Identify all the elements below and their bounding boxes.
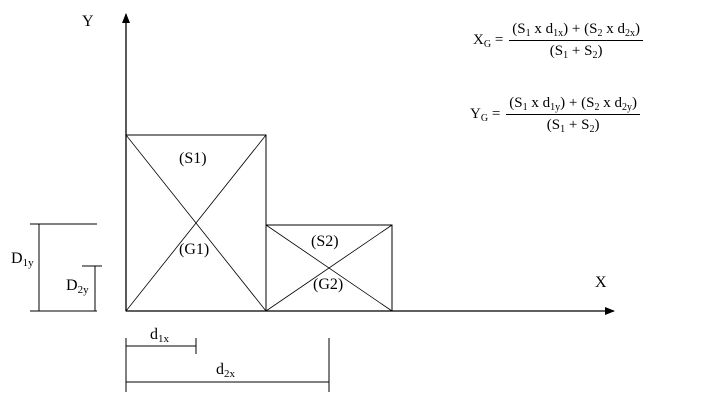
d2x-sub: 2x [224, 368, 235, 380]
xg-den-sub: 1 [563, 50, 569, 61]
d2y-sub: 2y [77, 284, 89, 296]
formula-xg-lhs: XG = [473, 32, 503, 50]
d1y-base: D [11, 250, 23, 267]
yg-den-sub: 2 [589, 124, 595, 135]
area-label-s2: (S2) [311, 233, 339, 250]
x-axis-label: X [595, 274, 607, 291]
formula-xg: XG = (S1 x d1x) + (S2 x d2x) (S1 + S2) [473, 21, 643, 61]
dimension-label-d2y: D2y [66, 278, 89, 296]
xg-num-part: ) + (S [563, 21, 598, 37]
formula-yg-lhs-base: Y [470, 106, 481, 122]
xg-num-part: x d [602, 21, 625, 37]
formula-xg-fraction: (S1 x d1x) + (S2 x d2x) (S1 + S2) [509, 21, 643, 61]
yg-den-part: + S [565, 117, 590, 133]
yg-num-sub: 1y [550, 102, 561, 113]
d1x-base: d [150, 326, 158, 343]
xg-num-sub: 2 [597, 28, 603, 39]
xg-num-sub: 2x [624, 28, 635, 39]
xg-num-part: (S [512, 21, 526, 37]
d2y-base: D [66, 277, 78, 294]
xg-num-part: x d [530, 21, 554, 37]
formula-xg-denominator: (S1 + S2) [550, 41, 603, 61]
yg-den-sub: 1 [560, 124, 566, 135]
formula-yg-numerator: (S1 x d1y) + (S2 x d2y) [506, 95, 640, 115]
yg-num-part: x d [599, 95, 622, 111]
formula-yg-denominator: (S1 + S2) [547, 115, 600, 135]
formula-xg-lhs-base: X [473, 32, 484, 48]
yg-num-part: ) [631, 95, 637, 111]
yg-den-part: ) [594, 117, 600, 133]
xg-num-part: ) [634, 21, 640, 37]
yg-num-sub: 2y [621, 102, 632, 113]
formula-xg-numerator: (S1 x d1x) + (S2 x d2x) [509, 21, 643, 41]
xg-den-part: ) [597, 43, 603, 59]
centroid-label-g1: (G1) [179, 241, 210, 258]
formula-xg-equals: = [494, 32, 504, 48]
dimension-label-d2x: d2x [216, 362, 235, 380]
dimension-label-d1y: D1y [11, 251, 34, 269]
xg-den-part: (S [549, 43, 564, 59]
xg-num-sub: 1 [525, 28, 531, 39]
rectangle-s1 [125, 134, 267, 312]
d2x-base: d [216, 361, 224, 378]
formula-yg-lhs: YG = [470, 106, 500, 124]
formula-yg-equals: = [491, 106, 501, 122]
yg-num-sub: 1 [522, 102, 528, 113]
d1x-sub: 1x [158, 333, 169, 345]
d1y-sub: 1y [22, 257, 34, 269]
area-label-s1: (S1) [179, 150, 207, 167]
xg-den-part: + S [568, 43, 593, 59]
s2-diagonal-2 [265, 224, 393, 312]
yg-num-sub: 2 [594, 102, 600, 113]
y-axis-label: Y [82, 13, 94, 30]
rectangle-s2 [265, 224, 393, 312]
xg-num-sub: 1x [553, 28, 564, 39]
centroid-label-g2: (G2) [313, 276, 344, 293]
dimension-label-d1x: d1x [150, 327, 169, 345]
s1-diagonal-2 [125, 134, 267, 312]
yg-num-part: x d [527, 95, 551, 111]
formula-yg-fraction: (S1 x d1y) + (S2 x d2y) (S1 + S2) [506, 95, 640, 135]
yg-num-part: ) + (S [560, 95, 595, 111]
formula-xg-lhs-sub: G [483, 39, 492, 50]
yg-num-part: (S [509, 95, 523, 111]
formula-yg-lhs-sub: G [480, 113, 489, 124]
formula-yg: YG = (S1 x d1y) + (S2 x d2y) (S1 + S2) [470, 95, 640, 135]
yg-den-part: (S [546, 117, 561, 133]
xg-den-sub: 2 [592, 50, 598, 61]
